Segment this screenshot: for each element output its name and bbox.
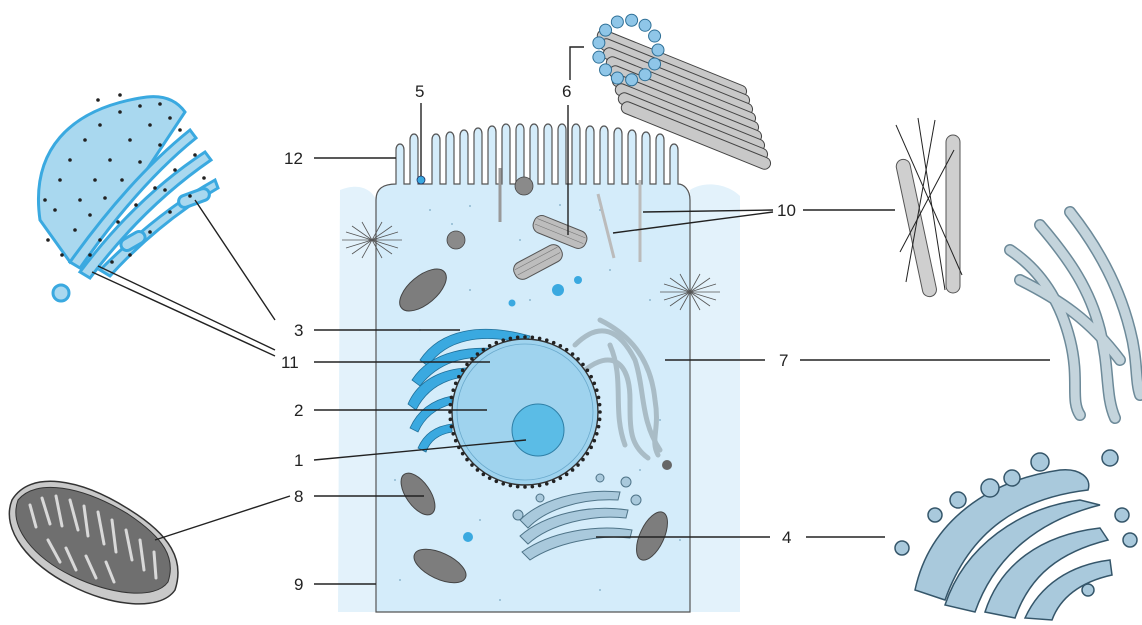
label-12: 12 [284, 149, 303, 168]
label-4: 4 [782, 528, 791, 547]
label-5: 5 [415, 82, 424, 101]
label-6: 6 [562, 82, 571, 101]
label-7: 7 [779, 351, 788, 370]
label-9: 9 [294, 575, 303, 594]
label-11: 11 [281, 353, 299, 372]
golgi-icon [895, 450, 1137, 620]
label-3: 3 [294, 321, 303, 340]
nucleus [448, 335, 602, 489]
microfilament-icon [895, 118, 962, 298]
label-1: 1 [294, 451, 303, 470]
mitochondrion-icon [9, 481, 178, 604]
label-10: 10 [777, 201, 796, 220]
label-2: 2 [294, 401, 303, 420]
nucleolus [512, 404, 564, 456]
intermediate-filaments-icon [1010, 212, 1140, 418]
rough-er-icon [38, 93, 218, 301]
label-8: 8 [294, 487, 303, 506]
